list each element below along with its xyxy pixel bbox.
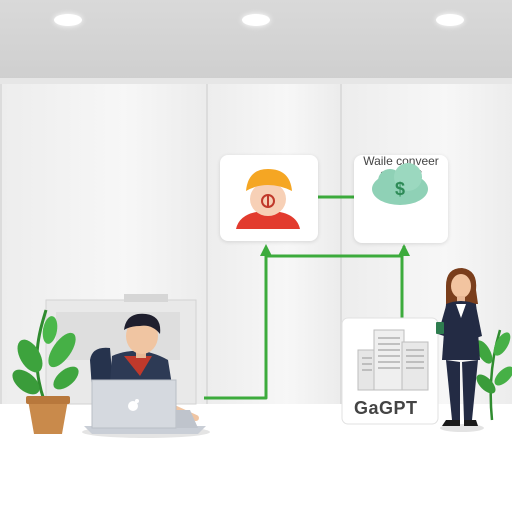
potted-plant-left (12, 309, 79, 434)
ceiling-edge (0, 78, 512, 84)
server-label: GaGPT (354, 398, 418, 418)
server-stack (341, 317, 439, 425)
text-conversion-card: $ Waile conveer any text (354, 155, 448, 243)
plant-right (475, 329, 512, 421)
apple-logo-icon (128, 399, 139, 411)
ceiling-light (436, 14, 464, 26)
svg-text:$: $ (395, 179, 405, 199)
connector-arrow (398, 244, 410, 256)
connector-arrow (260, 244, 272, 256)
ceiling (0, 0, 512, 80)
robot-card (220, 155, 318, 241)
ceiling-light (242, 14, 270, 26)
text-card-caption-line1: Waile conveer (363, 154, 439, 168)
ceiling-light (54, 14, 82, 26)
cloud-dollar-icon: $ (372, 163, 428, 205)
laptop (91, 379, 198, 429)
businesswoman (436, 268, 484, 432)
robot-head-icon (236, 169, 300, 229)
